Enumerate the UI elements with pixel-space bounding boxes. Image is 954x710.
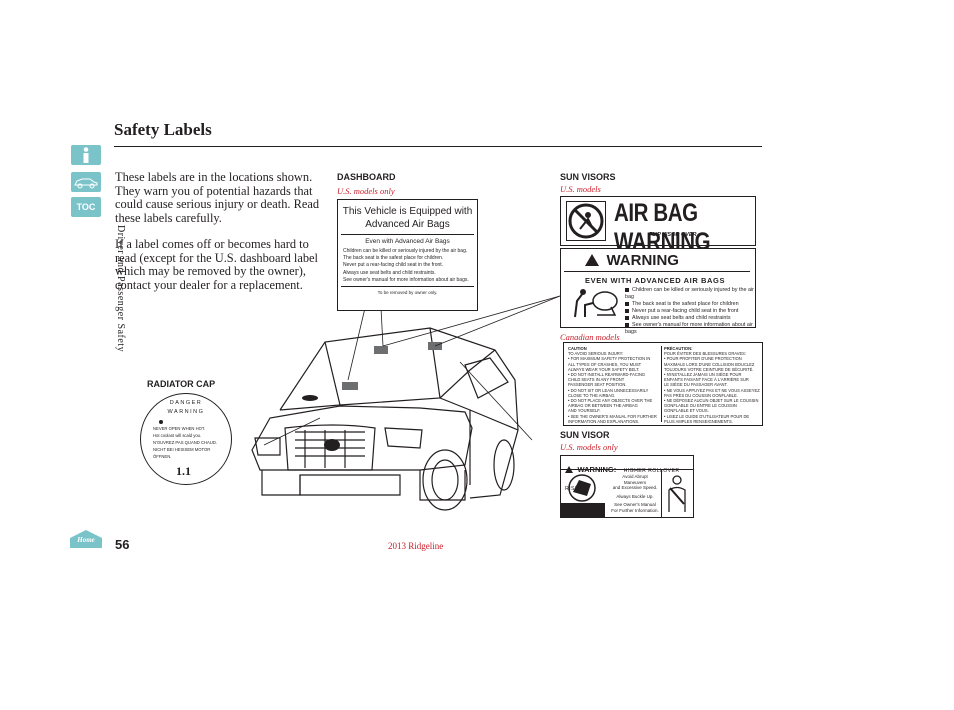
dashboard-subcaption: U.S. models only <box>337 186 395 196</box>
warning-bullets: Children can be killed or seriously inju… <box>625 287 755 336</box>
radiator-lines: NEVER OPEN WHEN HOT. Hot coolant will sc… <box>153 425 223 460</box>
sun-visors-caption: SUN VISORS <box>560 172 616 182</box>
radiator-line: NICHT BEI HEISSEM MOTOR ÖFFNEN. <box>153 446 223 460</box>
home-button[interactable]: Home <box>70 530 102 548</box>
warning-subheading: EVEN WITH ADVANCED AIR BAGS <box>585 276 725 285</box>
radiator-line: Hot coolant will scald you. <box>153 432 223 439</box>
radiator-cap-caption: RADIATOR CAP <box>147 379 215 389</box>
dashboard-line: See owner's manual for more information … <box>343 277 472 284</box>
radiator-cap-label: DANGER WARNING NEVER OPEN WHEN HOT. Hot … <box>140 393 232 485</box>
dashboard-line: Always use seat belts and child restrain… <box>343 270 472 277</box>
flip-visor-note: FLIP VISOR OVER <box>649 232 696 238</box>
radiator-hot-icon <box>159 420 163 424</box>
canadian-french-line: PLUS AMPLES RENSEIGNEMENTS. <box>664 419 760 424</box>
rollover-line: and Excessive Speed. <box>611 485 659 491</box>
warning-triangle-icon <box>585 254 599 266</box>
dashboard-line: Children can be killed or seriously inju… <box>343 248 472 255</box>
warning-bullet: Children can be killed or seriously inju… <box>625 287 755 301</box>
home-label: Home <box>70 536 102 544</box>
sun-visors-subcaption: U.S. models <box>560 184 601 194</box>
canadian-caution-label: CAUTION TO AVOID SERIOUS INJURY: • FOR M… <box>563 342 763 426</box>
radiator-line: NEVER OPEN WHEN HOT. <box>153 425 223 432</box>
dashboard-subheading: Even with Advanced Air Bags <box>338 238 477 245</box>
rollover-line: Avoid Abrupt Maneuvers <box>611 474 659 485</box>
rollover-warning-label: WARNING: HIGHER ROLLOVER RISK Avoid Abru… <box>560 455 694 518</box>
radiator-line: N'OUVREZ PAS QUAND CHAUD. <box>153 439 223 446</box>
no-child-seat-icon <box>566 201 606 241</box>
rollover-lines: Avoid Abrupt Maneuvers and Excessive Spe… <box>611 474 659 513</box>
sun-visor-subcaption: U.S. models only <box>560 442 618 452</box>
dashboard-label: This Vehicle is Equipped with Advanced A… <box>337 199 478 311</box>
seatbelt-icon <box>664 474 690 514</box>
dashboard-line: Never put a rear-facing child seat in th… <box>343 262 472 269</box>
warning-bullet: Never put a rear-facing child seat in th… <box>625 308 755 315</box>
warning-bullet: Always use seat belts and child restrain… <box>625 315 755 322</box>
canadian-english-line: • FOR MAXIMUM SAFETY PROTECTION IN <box>568 356 660 361</box>
dashboard-removal-note: To be removed by owner only. <box>338 290 477 295</box>
canadian-english-column: CAUTION TO AVOID SERIOUS INJURY: • FOR M… <box>568 346 660 424</box>
airbag-warning-label: AIR BAG WARNING FLIP VISOR OVER <box>560 196 756 246</box>
radiator-danger: DANGER <box>141 400 231 406</box>
airbag-seat-icon <box>567 287 621 321</box>
dashboard-heading: This Vehicle is Equipped with Advanced A… <box>338 205 477 231</box>
sun-visor-caption: SUN VISOR <box>560 430 610 440</box>
footer-model: 2013 Ridgeline <box>388 541 443 551</box>
dashboard-line: The back seat is the safest place for ch… <box>343 255 472 262</box>
canadian-subcaption: Canadian models <box>560 332 620 342</box>
advanced-airbag-warning-label: WARNING EVEN WITH ADVANCED AIR BAGS Chil… <box>560 248 756 328</box>
rollover-line: For Further Information. <box>611 508 659 514</box>
warning-bullet: See owner's manual for more information … <box>625 322 755 336</box>
radiator-pressure: 1.1 <box>176 464 191 479</box>
rollover-line: See Owner's Manual <box>611 502 659 508</box>
canadian-english-line: INFORMATION AND EXPLANATIONS. <box>568 419 660 424</box>
dashboard-lines: Children can be killed or seriously inju… <box>343 248 472 284</box>
warning-heading: WARNING <box>585 252 679 270</box>
page-number: 56 <box>115 537 129 552</box>
rollover-line: Always Buckle Up. <box>611 494 659 500</box>
warning-title: WARNING <box>606 252 679 269</box>
dashboard-caption: DASHBOARD <box>337 172 396 182</box>
warning-bullet: The back seat is the safest place for ch… <box>625 301 755 308</box>
rollover-icon <box>561 470 605 517</box>
canadian-french-column: PRÉCAUTION: POUR ÉVITER DES BLESSURES GR… <box>664 346 760 424</box>
radiator-warning: WARNING <box>141 409 231 415</box>
